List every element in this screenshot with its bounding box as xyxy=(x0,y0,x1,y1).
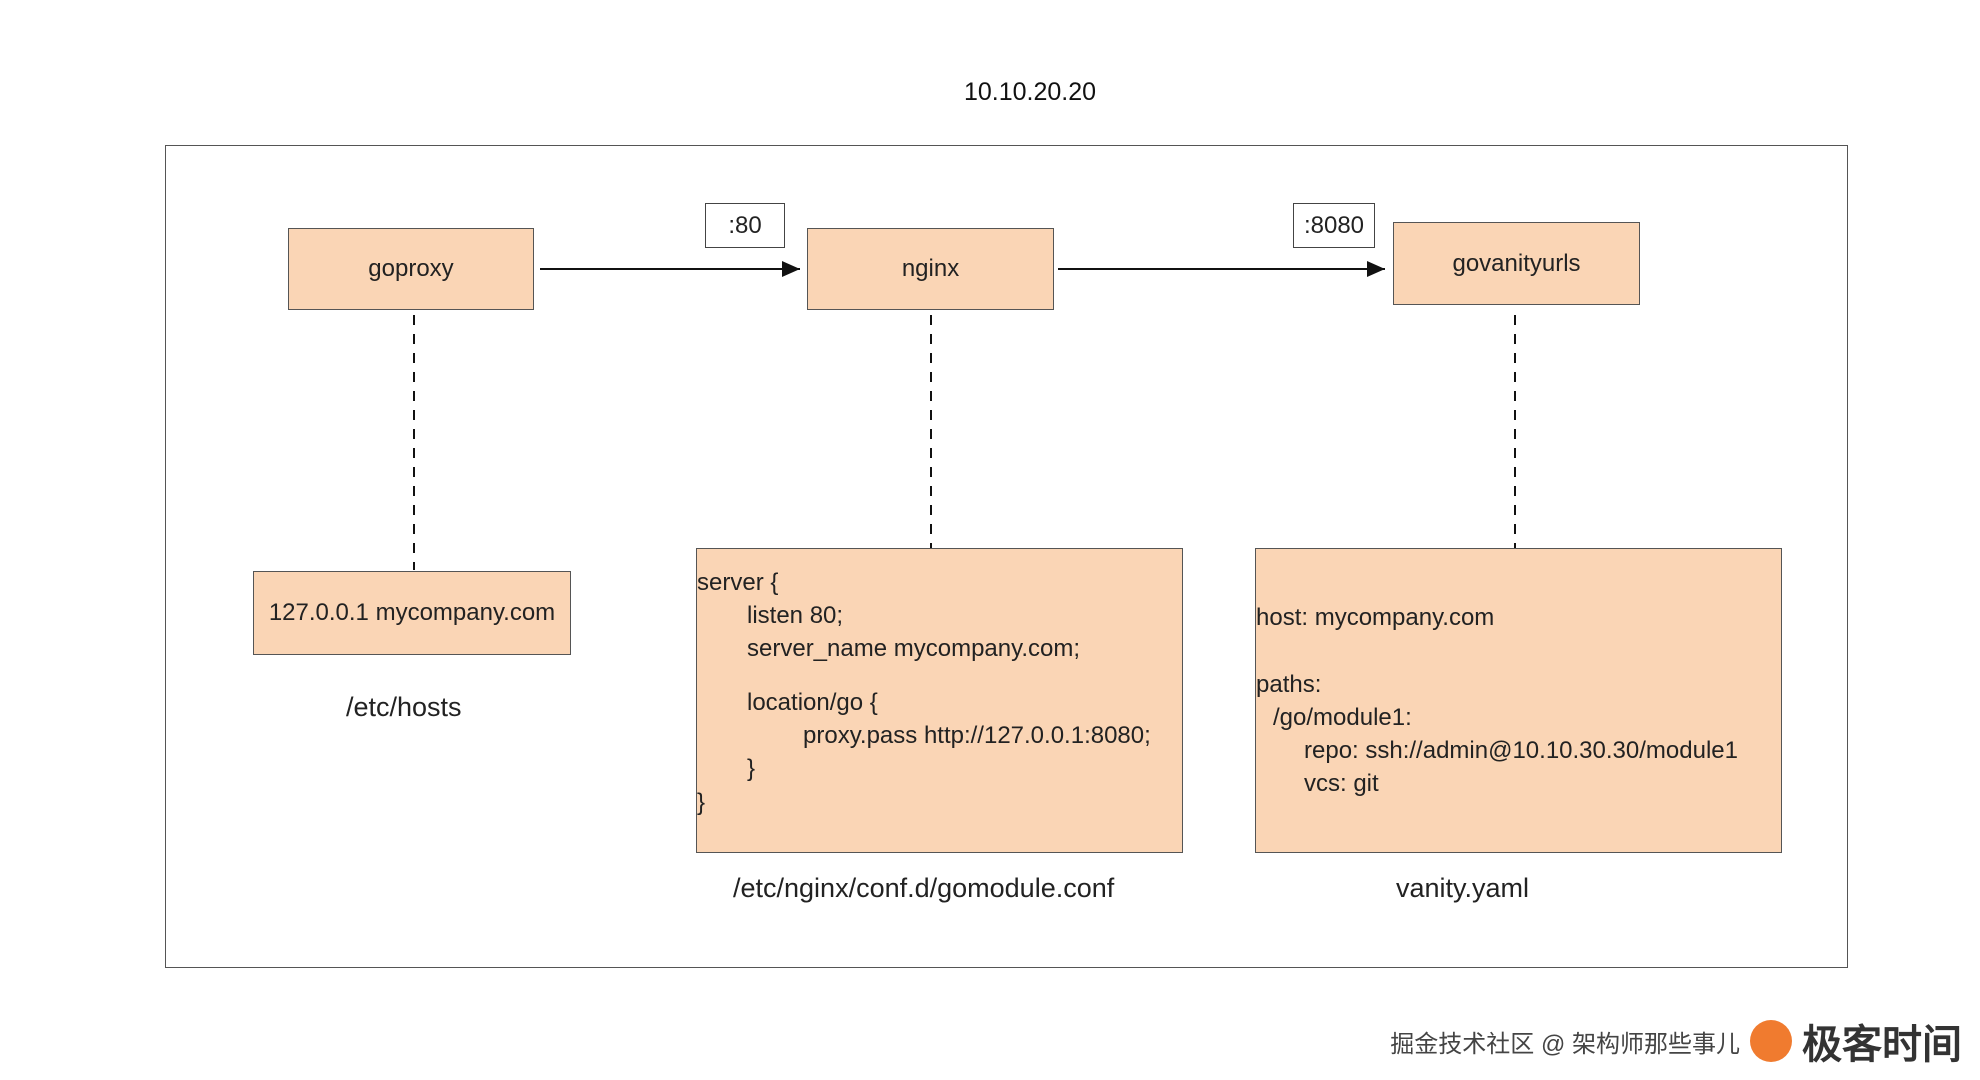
nginx-config-line: } xyxy=(747,755,756,782)
nginx-config-caption: /etc/nginx/conf.d/gomodule.conf xyxy=(733,873,1115,903)
nginx-config-line: server { xyxy=(697,569,779,596)
nginx-node: nginx xyxy=(807,228,1054,310)
vanity-config-line: paths: xyxy=(1256,671,1322,698)
nginx-config-line: listen 80; xyxy=(747,602,844,629)
vanity-config-caption: vanity.yaml xyxy=(1396,873,1530,903)
govanityurls-node: govanityurls xyxy=(1393,222,1640,305)
watermark-brand: 极客时间 xyxy=(1802,1023,1962,1067)
watermark: 掘金技术社区 @ 架构师那些事儿 极客时间 xyxy=(1390,1012,1962,1070)
nginx-config-line: } xyxy=(697,789,706,816)
nginx-config-line: location/go { xyxy=(747,689,878,716)
nginx-config-line: proxy.pass http://127.0.0.1:8080; xyxy=(803,722,1151,749)
port-8080-label: :8080 xyxy=(1293,203,1375,248)
hosts-entry-box: 127.0.0.1 mycompany.com xyxy=(253,571,571,655)
vanity-config-box: host: mycompany.com paths: /go/module1: … xyxy=(1255,548,1782,853)
watermark-text: 掘金技术社区 @ 架构师那些事儿 xyxy=(1390,1030,1740,1058)
server-frame xyxy=(165,145,1848,968)
goproxy-node: goproxy xyxy=(288,228,534,310)
port-80-label: :80 xyxy=(705,203,785,248)
hosts-file-caption: /etc/hosts xyxy=(346,692,462,722)
vanity-config-line: /go/module1: xyxy=(1273,704,1412,731)
nginx-config-line: server_name mycompany.com; xyxy=(747,635,1080,662)
brand-logo-icon xyxy=(1750,1020,1792,1062)
vanity-config-line: repo: ssh://admin@10.10.30.30/module1 xyxy=(1304,737,1738,764)
vanity-config-line: vcs: git xyxy=(1304,770,1379,797)
vanity-config-line: host: mycompany.com xyxy=(1256,604,1495,631)
nginx-config-box: server { listen 80; server_name mycompan… xyxy=(696,548,1183,853)
host-ip-title: 10.10.20.20 xyxy=(963,78,1097,106)
